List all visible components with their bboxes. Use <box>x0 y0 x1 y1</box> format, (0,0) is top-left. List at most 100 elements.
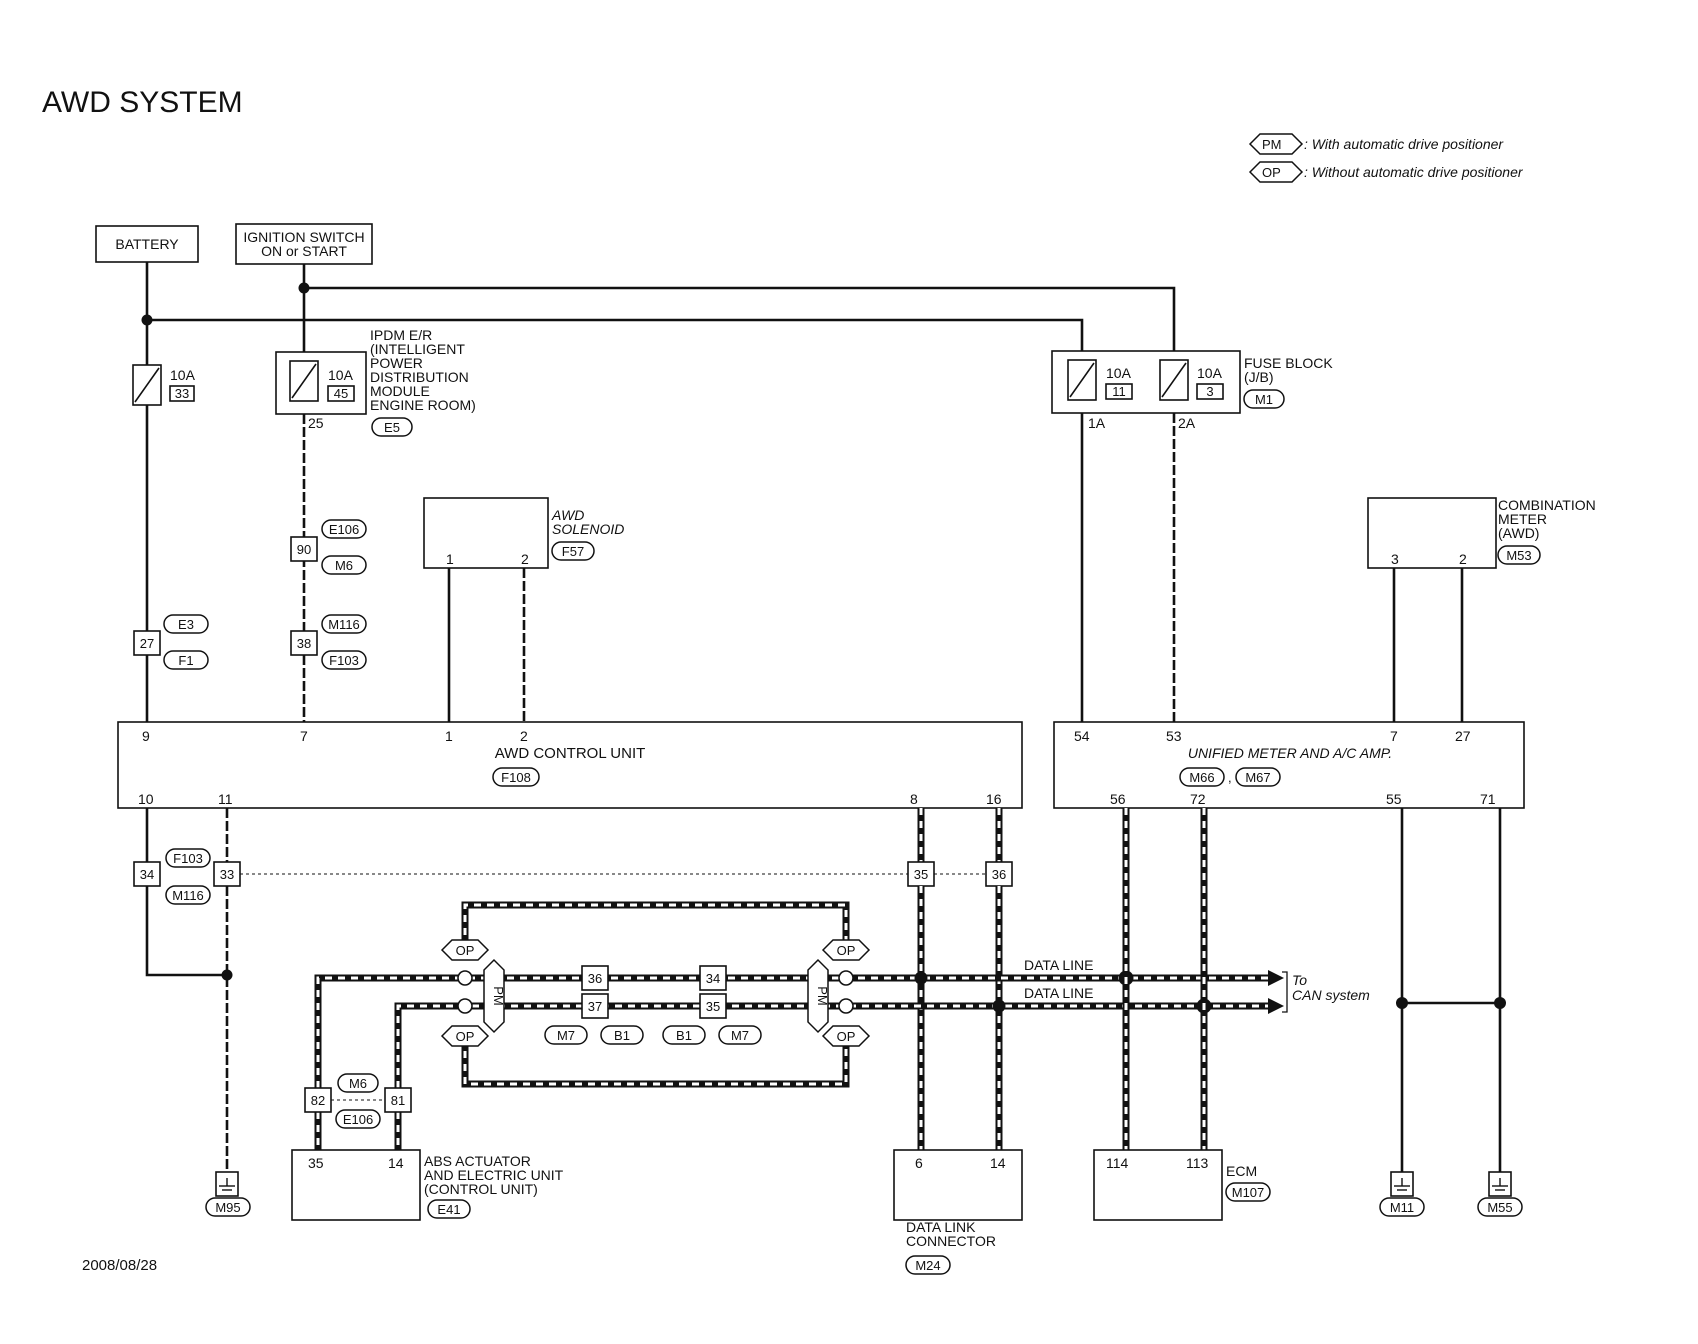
op-code: OP <box>456 1029 475 1044</box>
abs-label-1: ABS ACTUATOR <box>424 1153 531 1169</box>
battery-bus-wire <box>147 318 1084 362</box>
mid-connector-badge <box>718 1025 762 1045</box>
unified-meter-separator: , <box>1228 770 1232 785</box>
ground-m55: M55 <box>1477 1171 1523 1217</box>
awd-cu-label: AWD CONTROL UNIT <box>495 745 646 762</box>
fuse-45-number: 45 <box>334 386 348 401</box>
mid-connector-2: B1 <box>614 1028 630 1043</box>
data-line-arrow-1 <box>1268 970 1284 986</box>
ignition-switch: IGNITION SWITCH ON or START <box>235 223 373 265</box>
junction-abs-pin-b: 81 <box>391 1093 405 1108</box>
unified-meter-pin-54: 54 <box>1074 728 1090 744</box>
op-badge: OP <box>440 939 490 961</box>
mid-connector-1: M7 <box>557 1028 575 1043</box>
ground-m11-label: M11 <box>1390 1200 1414 1215</box>
ecm-pin-113: 113 <box>1186 1155 1209 1171</box>
combination-meter-pin-2: 2 <box>1459 551 1467 567</box>
awd-solenoid: AWD SOLENOID F57 1 2 <box>423 497 624 569</box>
awd-cu-pin-7: 7 <box>300 728 308 744</box>
junction-38-connector-a: M116 <box>328 617 360 632</box>
dlc-label-2: CONNECTOR <box>906 1233 996 1249</box>
abs-pin-14: 14 <box>388 1155 404 1171</box>
ecm-label: ECM <box>1226 1163 1257 1179</box>
mid-connector-3: B1 <box>676 1028 692 1043</box>
awd-cu-pin-1: 1 <box>445 728 453 744</box>
awd-cu-pin-8: 8 <box>910 791 918 807</box>
fuse-block-pin-1a: 1A <box>1088 415 1106 431</box>
fuse-3-amps: 10A <box>1197 365 1223 381</box>
junction-abs: 82 81 M6 E106 <box>304 1073 412 1129</box>
splice-dot <box>221 969 233 981</box>
ipdm-label-4: DISTRIBUTION <box>370 369 469 385</box>
ground-m55-label: M55 <box>1487 1200 1512 1215</box>
dlc-connector: M24 <box>915 1258 940 1273</box>
junction-36: 36 <box>985 861 1013 887</box>
unified-meter-pin-56: 56 <box>1110 791 1126 807</box>
combination-meter-label-3: (AWD) <box>1498 525 1539 541</box>
can-system-label-2: CAN system <box>1292 987 1370 1003</box>
junction-38-pin: 38 <box>297 636 311 651</box>
junction-90-connector-b: M6 <box>335 558 353 573</box>
unified-meter-pin-27: 27 <box>1455 728 1471 744</box>
ipdm-er: 10A 45 IPDM E/R (INTELLIGENT POWER DISTR… <box>275 327 476 437</box>
fuse-45-amps: 10A <box>328 367 354 383</box>
awd-solenoid-connector: F57 <box>562 544 584 559</box>
op-splice-node <box>457 998 473 1014</box>
junction-90-connector-a: E106 <box>329 522 359 537</box>
legend-pm-badge <box>1248 133 1304 155</box>
junction-mid-a-bottom: 37 <box>588 999 602 1014</box>
can-system-label-1: To <box>1292 972 1307 988</box>
unified-meter-pin-55: 55 <box>1386 791 1402 807</box>
ground-m95-label: M95 <box>215 1200 240 1215</box>
awd-control-unit: 9 7 1 2 AWD CONTROL UNIT F108 10 11 8 16 <box>117 721 1023 809</box>
combination-meter-connector: M53 <box>1506 548 1531 563</box>
ipdm-label-5: MODULE <box>370 383 430 399</box>
dlc-label-1: DATA LINK <box>906 1219 976 1235</box>
op-badge: OP <box>821 1025 871 1047</box>
awd-cu-pin-9: 9 <box>142 728 150 744</box>
unified-meter-pin-7: 7 <box>1390 728 1398 744</box>
abs-actuator: 35 14 ABS ACTUATOR AND ELECTRIC UNIT (CO… <box>291 1149 564 1221</box>
ipdm-label-6: ENGINE ROOM) <box>370 397 476 413</box>
junction-38: 38 M116 F103 <box>290 614 367 670</box>
mid-connector-4: M7 <box>731 1028 749 1043</box>
combination-meter: COMBINATION METER (AWD) M53 3 2 <box>1367 497 1596 569</box>
splice-dot <box>141 314 153 326</box>
can-data-line-2 <box>394 1002 1268 1088</box>
fuse-33-number: 33 <box>175 386 189 401</box>
junction-35-pin: 35 <box>914 867 928 882</box>
op-badge: OP <box>440 1025 490 1047</box>
ipdm-connector: E5 <box>384 420 400 435</box>
mid-connector-badge <box>544 1025 588 1045</box>
op-bypass-bottom <box>461 1038 850 1088</box>
unified-meter-connector-b: M67 <box>1245 770 1270 785</box>
splice-dot <box>298 282 310 294</box>
mid-connector-badge <box>662 1025 706 1045</box>
fuse-11-amps: 10A <box>1106 365 1132 381</box>
ecm-pin-114: 114 <box>1106 1155 1129 1171</box>
ipdm-label-1: IPDM E/R <box>370 327 432 343</box>
op-code: OP <box>837 1029 856 1044</box>
page-title: AWD SYSTEM <box>42 86 243 119</box>
unified-meter-pin-53: 53 <box>1166 728 1182 744</box>
junction-33-pin: 33 <box>220 867 234 882</box>
combination-meter-label-1: COMBINATION <box>1498 497 1596 513</box>
legend-op-badge <box>1248 161 1304 183</box>
junction-34-pin: 34 <box>140 867 154 882</box>
unified-meter-label: UNIFIED METER AND A/C AMP. <box>1188 745 1392 761</box>
dlc-pin-6: 6 <box>915 1155 923 1171</box>
fuse-33: 10A 33 <box>132 364 196 406</box>
op-code: OP <box>837 943 856 958</box>
awd-solenoid-pin-1: 1 <box>446 551 454 567</box>
legend-op-code: OP <box>1262 165 1281 180</box>
junction-38-connector-b: F103 <box>329 653 359 668</box>
pm-code: PM <box>815 986 830 1006</box>
ecm: 114 113 ECM M107 <box>1093 1149 1271 1221</box>
data-line-label-1: DATA LINE <box>1024 957 1094 973</box>
junction-34: 34 F103 M116 <box>133 848 211 905</box>
unified-meter-pin-72: 72 <box>1190 791 1206 807</box>
junction-mid-b: 34 35 <box>699 965 727 1019</box>
ignition-label-2: ON or START <box>261 243 347 259</box>
awd-solenoid-label-1: AWD <box>551 507 584 523</box>
junction-mid-b-top: 34 <box>706 971 720 986</box>
